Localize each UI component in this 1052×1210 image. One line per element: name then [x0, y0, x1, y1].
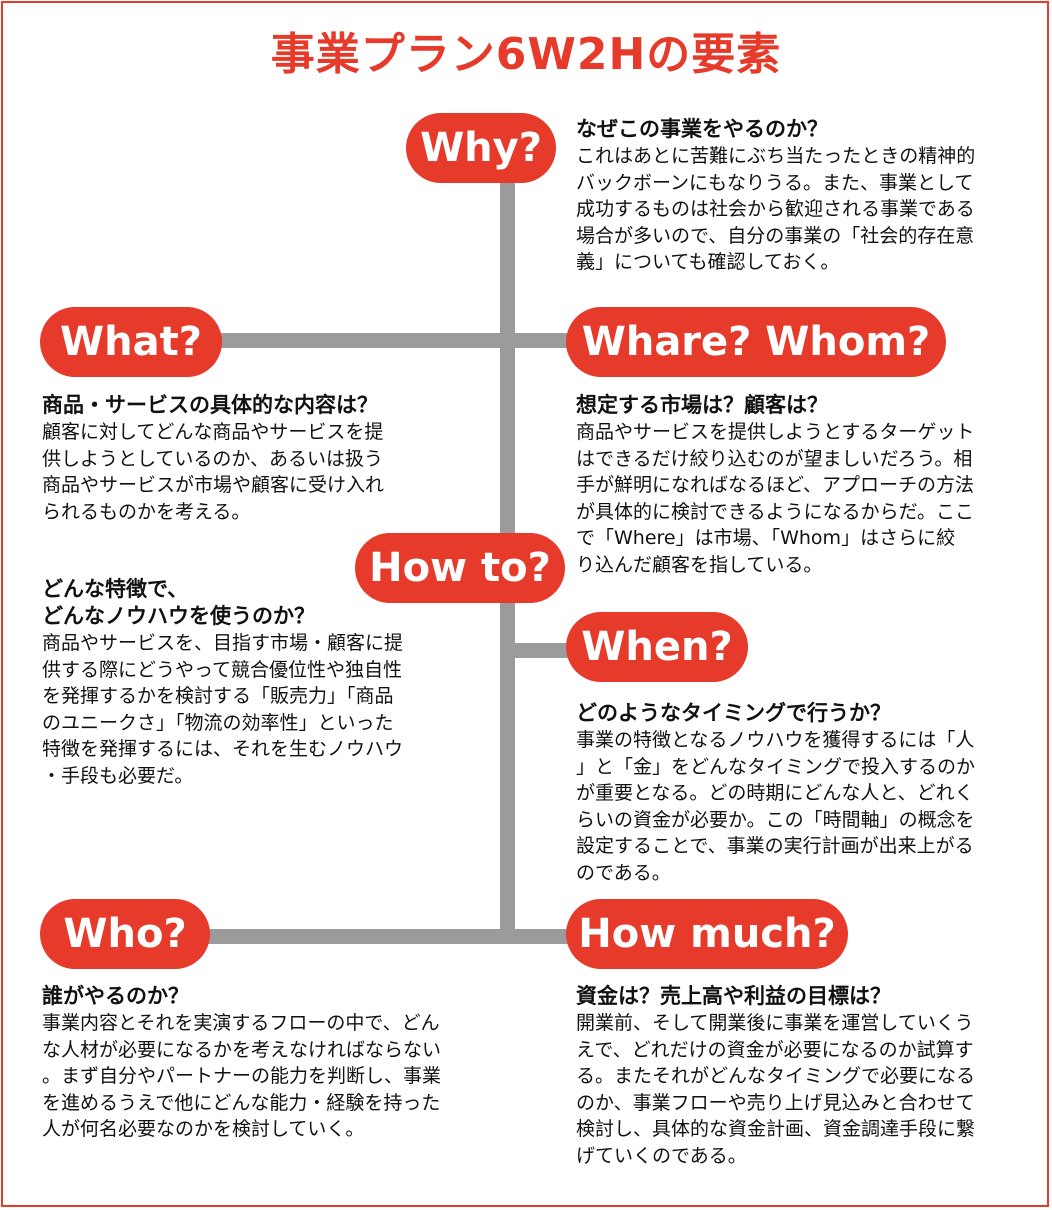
where-whom-label: Whare? Whom?	[566, 307, 946, 377]
how-to-body: 商品やサービスを、目指す市場・顧客に提 供する際にどうやって競合優位性や独自性 …	[42, 632, 404, 787]
why-body: これはあとに苦難にぶち当たったときの精神的 バックボーンにもなりうる。また、事業…	[576, 145, 976, 273]
why-heading: なぜこの事業をやるのか？	[576, 117, 828, 141]
when-section: どのようなタイミングで行うか？ 事業の特徴となるノウハウを獲得するには「人 」と…	[576, 700, 1036, 886]
how-to-heading: どんな特徴で、 どんなノウハウを使うのか？	[42, 577, 315, 628]
where-whom-section: 想定する市場は？顧客は？ 商品やサービスを提供しようとするターゲット はできるだ…	[576, 392, 1036, 578]
when-heading: どのようなタイミングで行うか？	[576, 701, 891, 725]
who-label: Who?	[40, 899, 210, 969]
who-heading: 誰がやるのか？	[42, 984, 189, 1008]
page-title: 事業プラン6W2Hの要素	[270, 29, 782, 80]
why-label: Why?	[406, 113, 556, 183]
how-much-body: 開業前、そして開業後に事業を運営していくう えで、どれだけの資金が必要になるのか…	[576, 1012, 976, 1167]
what-section: 商品・サービスの具体的な内容は？ 顧客に対してどんな商品やサービスを提 供しよう…	[42, 392, 472, 525]
how-much-label: How much?	[566, 899, 848, 969]
why-section: なぜこの事業をやるのか？ これはあとに苦難にぶち当たったときの精神的 バックボー…	[576, 116, 1036, 276]
where-whom-body: 商品やサービスを提供しようとするターゲット はできるだけ絞り込むのが望ましいだろ…	[576, 421, 975, 576]
how-to-section: どんな特徴で、 どんなノウハウを使うのか？ 商品やサービスを、目指す市場・顧客に…	[42, 576, 482, 789]
who-body: 事業内容とそれを実演するフローの中で、どん な人材が必要になるかを考えなければな…	[42, 1012, 442, 1140]
branch-who-howmuch	[200, 929, 580, 944]
how-much-section: 資金は？売上高や利益の目標は？ 開業前、そして開業後に事業を運営していくう えで…	[576, 983, 1036, 1169]
how-to-label: How to?	[355, 533, 565, 603]
branch-what-where	[200, 333, 580, 348]
what-body: 顧客に対してどんな商品やサービスを提 供しようとしているのか、あるいは扱う 商品…	[42, 421, 385, 523]
how-much-heading: 資金は？売上高や利益の目標は？	[576, 984, 891, 1008]
what-heading: 商品・サービスの具体的な内容は？	[42, 393, 378, 417]
what-label: What?	[40, 307, 222, 377]
where-whom-heading: 想定する市場は？顧客は？	[576, 393, 828, 417]
who-section: 誰がやるのか？ 事業内容とそれを実演するフローの中で、どん な人材が必要になるか…	[42, 983, 502, 1143]
when-body: 事業の特徴となるノウハウを獲得するには「人 」と「金」をどんなタイミングで投入す…	[576, 729, 976, 884]
branch-when	[500, 643, 580, 658]
when-label: When?	[566, 612, 748, 682]
